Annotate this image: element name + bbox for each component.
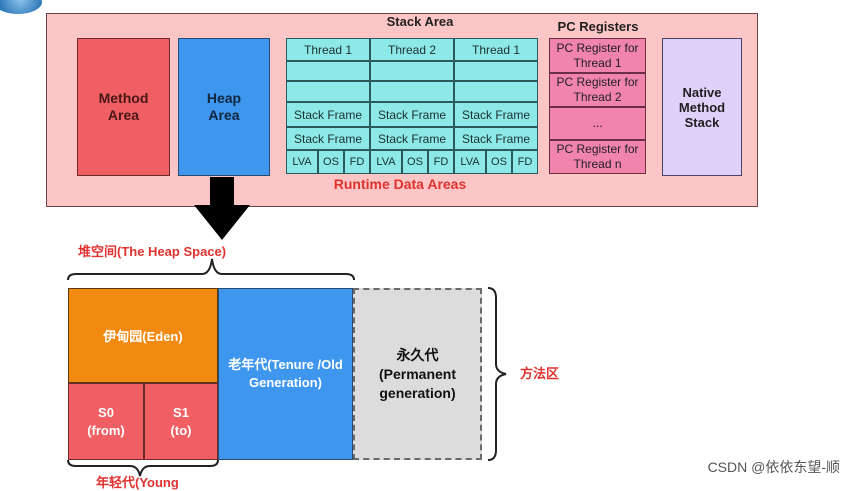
eden-space: 伊甸园(Eden) [68, 288, 218, 383]
stack-empty-cell [370, 81, 454, 102]
survivor-s0: S0 (from) [68, 383, 144, 460]
stack-empty-cell [454, 61, 538, 81]
stack-area-title: Stack Area [386, 14, 454, 29]
pc-register-cell: PC Register for Thread n [549, 140, 646, 174]
native-method-stack: Native Method Stack [662, 38, 742, 176]
fd-cell: FD [344, 150, 370, 174]
logo-icon [0, 0, 42, 14]
watermark-text: CSDN @依依东望-顺 [707, 459, 840, 475]
os-cell: OS [402, 150, 428, 174]
stack-empty-cell [286, 81, 370, 102]
old-generation: 老年代(Tenure /Old Generation) [218, 288, 353, 460]
method-area: Method Area [77, 38, 170, 176]
stack-frame-cell: Stack Frame [454, 102, 538, 127]
lva-cell: LVA [454, 150, 486, 174]
pc-register-ellipsis: ... [549, 107, 646, 140]
stack-frame-cell: Stack Frame [370, 127, 454, 150]
stack-empty-cell [370, 61, 454, 81]
down-arrow-shaft [210, 177, 234, 207]
lva-cell: LVA [286, 150, 318, 174]
pc-register-cell: PC Register for Thread 2 [549, 73, 646, 107]
heap-space-title: 堆空间(The Heap Space) [78, 244, 227, 259]
os-cell: OS [318, 150, 344, 174]
pc-register-cell: PC Register for Thread 1 [549, 38, 646, 73]
runtime-data-areas-label: Runtime Data Areas [333, 176, 467, 192]
down-arrow-icon [194, 205, 250, 240]
stack-frame-cell: Stack Frame [370, 102, 454, 127]
pc-registers-title: PC Registers [557, 19, 639, 34]
stack-thread-header: Thread 1 [286, 38, 370, 61]
stack-frame-cell: Stack Frame [454, 127, 538, 150]
stack-empty-cell [286, 61, 370, 81]
fd-cell: FD [428, 150, 454, 174]
stack-empty-cell [454, 81, 538, 102]
stack-frame-cell: Stack Frame [286, 127, 370, 150]
method-zone-label: 方法区 [520, 366, 560, 381]
os-cell: OS [486, 150, 512, 174]
heap-area: Heap Area [178, 38, 270, 176]
young-gen-label: 年轻代(Young [96, 475, 179, 490]
heap-space-brace [67, 258, 355, 281]
permanent-generation: 永久代 (Permanent generation) [353, 288, 482, 460]
lva-cell: LVA [370, 150, 402, 174]
method-zone-brace [487, 287, 507, 461]
stack-thread-header: Thread 2 [370, 38, 454, 61]
stack-thread-header: Thread 1 [454, 38, 538, 61]
fd-cell: FD [512, 150, 538, 174]
stack-frame-cell: Stack Frame [286, 102, 370, 127]
young-gen-brace [67, 459, 219, 477]
survivor-s1: S1 (to) [144, 383, 218, 460]
